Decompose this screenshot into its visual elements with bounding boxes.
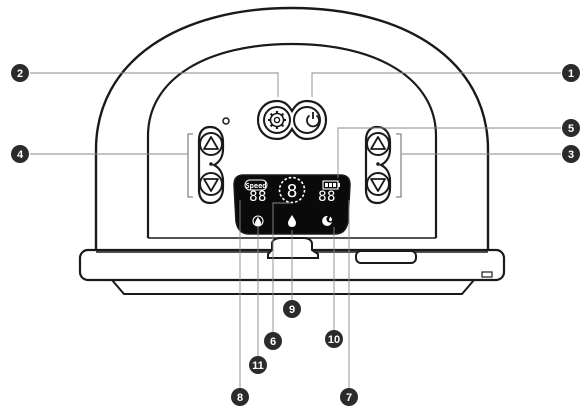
svg-text:8: 8: [237, 392, 243, 404]
settings-button[interactable]: [263, 106, 291, 134]
right-bracket: [396, 133, 402, 198]
svg-text:5: 5: [568, 123, 574, 135]
moon-drop-icon: [322, 215, 332, 226]
callout-6: 6: [264, 332, 282, 350]
right-mid-dot: [376, 162, 380, 166]
left-mid-dot: [209, 162, 213, 166]
side-tab: [481, 271, 493, 278]
indicator-hole: [222, 117, 230, 125]
left-digits: 88: [249, 189, 267, 205]
svg-text:4: 4: [17, 149, 24, 161]
speed-badge: [244, 179, 268, 191]
left-bracket: [187, 133, 193, 198]
svg-text:7: 7: [346, 392, 352, 404]
leader-1: [311, 72, 561, 97]
callout-2: 2: [11, 64, 29, 82]
callout-9: 9: [283, 300, 301, 318]
right-digits: 88: [318, 189, 336, 205]
leader-lines: [30, 72, 561, 388]
callout-11: 11: [249, 356, 267, 374]
callout-7: 7: [340, 388, 358, 406]
svg-text:2: 2: [17, 68, 23, 80]
callout-4: 4: [11, 145, 29, 163]
triangle-up-icon: [370, 136, 386, 150]
triangle-down-icon: [203, 178, 219, 192]
speed-label: Speed: [245, 182, 266, 190]
callout-10: 10: [325, 330, 343, 348]
water-drop-ring-icon: [252, 215, 264, 227]
leader-2: [30, 72, 279, 97]
svg-text:10: 10: [328, 334, 340, 346]
power-icon: [306, 112, 320, 128]
right-slot: [355, 250, 417, 264]
center-digit: 8: [287, 181, 298, 202]
center-dashed-ring: [278, 176, 306, 204]
outer-housing: [94, 6, 490, 252]
callout-5: 5: [562, 119, 580, 137]
inner-face: [146, 42, 438, 238]
center-latch[interactable]: [267, 237, 319, 259]
leader-6: [272, 202, 290, 332]
base-feet: [111, 279, 475, 295]
callout-8: 8: [231, 388, 249, 406]
svg-text:1: 1: [568, 68, 574, 80]
callout-3: 3: [562, 145, 580, 163]
svg-text:3: 3: [568, 149, 574, 161]
triangle-up-icon: [203, 136, 219, 150]
svg-text:9: 9: [289, 304, 295, 316]
callout-1: 1: [562, 64, 580, 82]
leader-5: [337, 127, 561, 178]
svg-text:11: 11: [252, 360, 264, 372]
water-drop-icon: [288, 215, 296, 227]
battery-icon: [322, 180, 340, 190]
gear-icon: [268, 111, 286, 129]
triangle-down-icon: [370, 178, 386, 192]
svg-text:6: 6: [270, 336, 276, 348]
